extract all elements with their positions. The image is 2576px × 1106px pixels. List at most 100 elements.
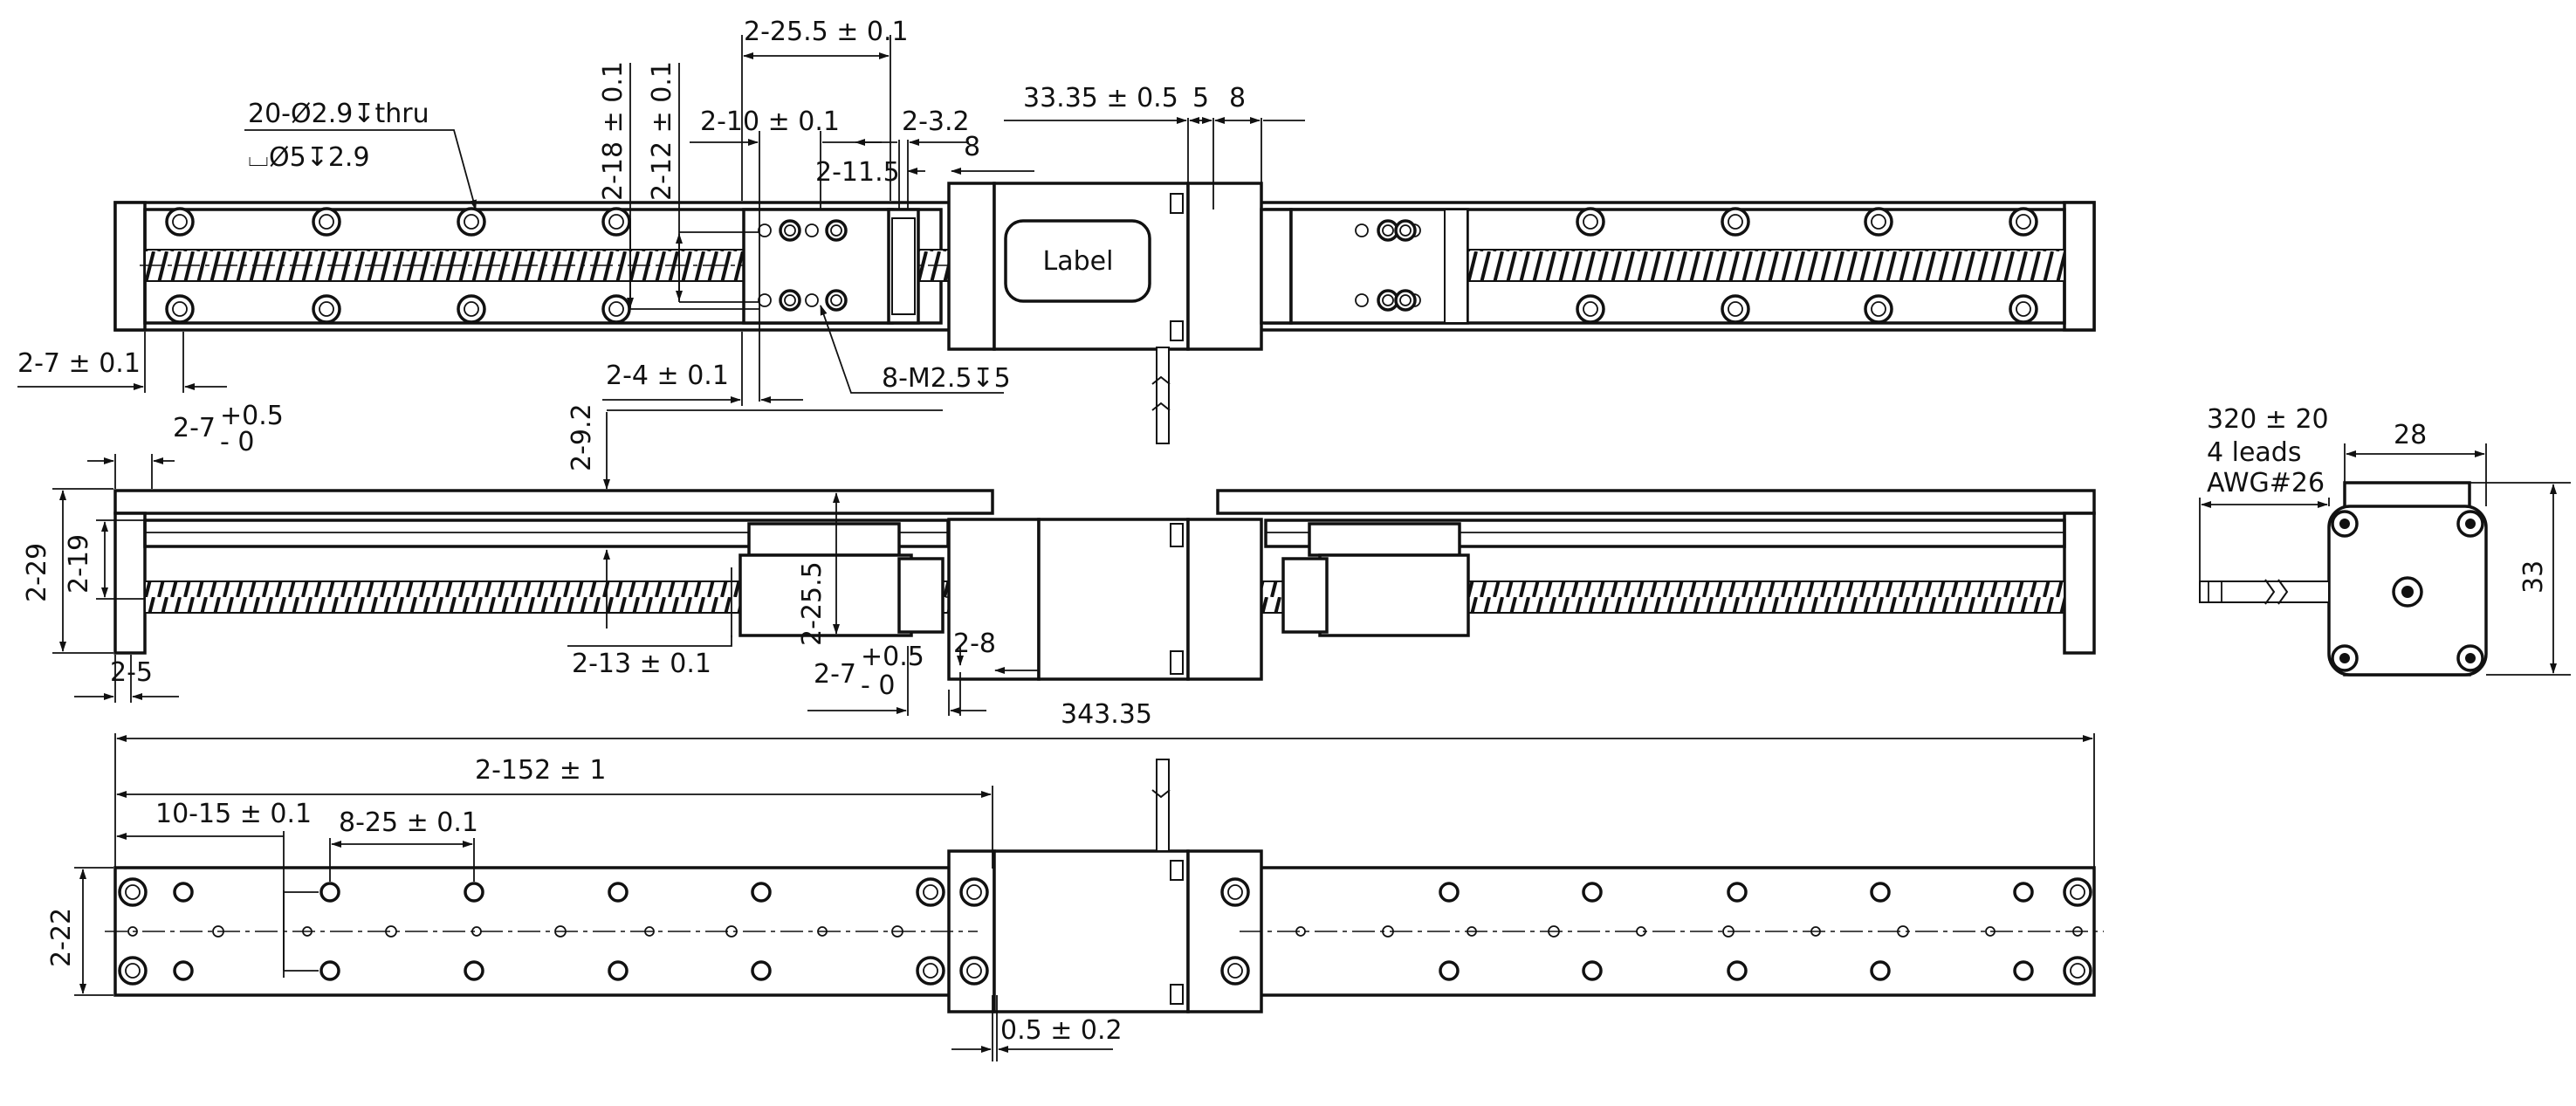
- counterbore-hole: [2009, 294, 2038, 324]
- dim-10-15: 10-15 ± 0.1: [155, 799, 312, 829]
- counterbore-hole: [2009, 207, 2038, 237]
- bottom-view: [105, 759, 2104, 1013]
- dim-2-152: 2-152 ± 1: [475, 755, 606, 786]
- counterbore-hole: [959, 956, 989, 986]
- dim-2-19: 2-19: [64, 534, 94, 594]
- counterbore-hole: [1864, 207, 1893, 237]
- dim-5: 5: [1192, 83, 1209, 113]
- cable-awg: AWG#26: [2207, 468, 2325, 498]
- side-motor-flange-right: [1186, 518, 1263, 681]
- mounting-hole: [1727, 960, 1748, 981]
- counterbore-hole: [1220, 877, 1250, 907]
- carriage-hole: [805, 223, 819, 237]
- top-view: Label: [113, 182, 2096, 444]
- dim-343-35: 343.35: [1061, 699, 1152, 730]
- dim-8-b: 8: [1229, 83, 1246, 113]
- mounting-hole: [1439, 882, 1460, 903]
- cable-length: 320 ± 20: [2207, 404, 2329, 435]
- cable-leads: 4 leads: [2207, 437, 2301, 468]
- mounting-hole: [1582, 960, 1603, 981]
- counterbore-hole: [457, 294, 486, 324]
- dim-2-7-b-main: 2-7: [814, 659, 856, 690]
- dim-2-12: 2-12 ± 0.1: [647, 61, 677, 201]
- side-rail-right: [1264, 519, 2066, 548]
- small-hole: [644, 926, 655, 937]
- dim-0-5: 0.5 ± 0.2: [1000, 1015, 1123, 1046]
- dim-2-8: 2-8: [953, 629, 996, 659]
- counterbore-hole: [1220, 956, 1250, 986]
- mounting-hole: [1439, 960, 1460, 981]
- small-hole: [554, 925, 567, 938]
- dim-2-7: 2-7 ± 0.1: [17, 348, 141, 379]
- dim-2-7-tol-minus: - 0: [220, 427, 254, 457]
- dim-2-25-5: 2-25.5 ± 0.1: [744, 17, 909, 47]
- top-motor-flange-right: [1186, 182, 1263, 351]
- counterbore-hole: [825, 219, 848, 242]
- counterbore-hole: [312, 294, 341, 324]
- dim-8-25: 8-25 ± 0.1: [339, 807, 478, 838]
- counterbore-hole: [165, 207, 195, 237]
- dim-2-3-2: 2-3.2: [902, 106, 970, 137]
- top-end-cap-left: [113, 201, 147, 332]
- dim-33-35: 33.35 ± 0.5: [1023, 83, 1178, 113]
- hole-note-line2: ⌴Ø5↧2.9: [248, 142, 370, 173]
- counterbore-hole: [1394, 289, 1417, 312]
- small-hole: [127, 926, 138, 937]
- mounting-hole: [2013, 882, 2034, 903]
- small-hole: [1897, 925, 1909, 938]
- mounting-hole: [1870, 882, 1891, 903]
- dim-2-10: 2-10 ± 0.1: [700, 106, 840, 137]
- end-cable: [2199, 580, 2330, 603]
- counterbore-hole: [1864, 294, 1893, 324]
- hole-note-line1: 20-Ø2.9↧thru: [248, 99, 429, 129]
- side-base-right: [2063, 512, 2096, 655]
- small-hole: [1548, 925, 1560, 938]
- dim-2-4: 2-4 ± 0.1: [606, 361, 729, 391]
- side-motor-body: [1037, 518, 1190, 681]
- top-carriage-left-tab: [891, 217, 916, 315]
- side-motor-flange-left: [947, 518, 1041, 681]
- dim-2-7-tol-plus: +0.5: [220, 401, 284, 431]
- carriage-hole: [1355, 293, 1369, 307]
- counterbore-hole: [916, 877, 945, 907]
- counterbore-hole: [2063, 956, 2092, 986]
- small-hole: [1636, 926, 1646, 937]
- dim-2-18: 2-18 ± 0.1: [598, 61, 629, 201]
- mounting-hole: [173, 960, 194, 981]
- counterbore-hole: [779, 289, 801, 312]
- dim-2-13: 2-13 ± 0.1: [572, 649, 711, 679]
- small-hole: [725, 925, 738, 938]
- small-hole: [471, 926, 482, 937]
- dim-2-11-5: 2-11.5: [815, 157, 900, 188]
- counterbore-hole: [457, 207, 486, 237]
- dimension-lines: [17, 35, 2571, 1061]
- label-text: Label: [1043, 246, 1114, 277]
- dim-2-29: 2-29: [22, 543, 52, 602]
- top-carriage-right-clamp: [1260, 208, 1293, 325]
- mounting-hole: [1727, 882, 1748, 903]
- small-hole: [1722, 925, 1735, 938]
- counterbore-hole: [959, 877, 989, 907]
- note-m25: 8-M2.5↧5: [882, 363, 1011, 394]
- small-hole: [1295, 926, 1306, 937]
- mounting-hole: [608, 882, 629, 903]
- small-hole: [1382, 925, 1394, 938]
- small-hole: [212, 925, 224, 938]
- counterbore-hole: [2063, 877, 2092, 907]
- counterbore-hole: [1394, 219, 1417, 242]
- counterbore-hole: [118, 877, 148, 907]
- top-cable: [1156, 347, 1170, 444]
- counterbore-hole: [825, 289, 848, 312]
- side-cover-left: [113, 489, 994, 515]
- top-end-cap-right: [2063, 201, 2096, 332]
- counterbore-hole: [165, 294, 195, 324]
- dim-2-25-5-vertical: 2-25.5: [797, 561, 828, 646]
- side-carriage-right: [1318, 553, 1470, 637]
- counterbore-hole: [118, 956, 148, 986]
- mounting-hole: [1870, 960, 1891, 981]
- counterbore-hole: [1576, 207, 1605, 237]
- bottom-cable: [1156, 759, 1170, 852]
- side-view: [113, 489, 2096, 681]
- mounting-hole: [319, 960, 340, 981]
- dim-28: 28: [2394, 420, 2427, 450]
